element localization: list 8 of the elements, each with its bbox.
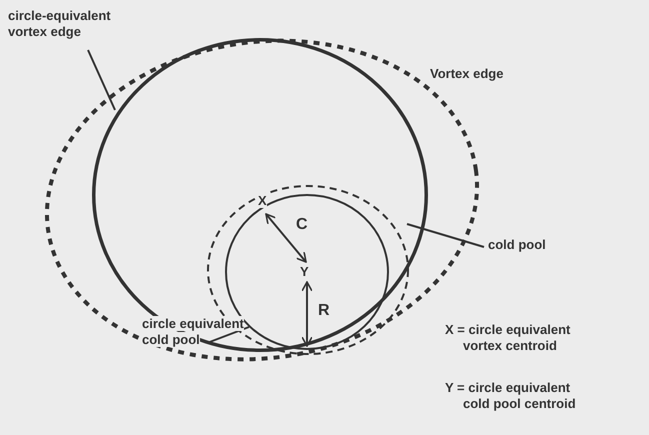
legend-note: X = circle equivalent vortex centroid — [445, 322, 572, 354]
edge-label: C — [296, 216, 308, 234]
shape-label: Vortex edge — [430, 66, 504, 82]
legend-note: Y = circle equivalent cold pool centroid — [445, 380, 577, 412]
edge-label: R — [318, 302, 330, 320]
leader-line — [406, 223, 484, 248]
arrow — [265, 213, 307, 263]
arrow — [301, 281, 313, 347]
